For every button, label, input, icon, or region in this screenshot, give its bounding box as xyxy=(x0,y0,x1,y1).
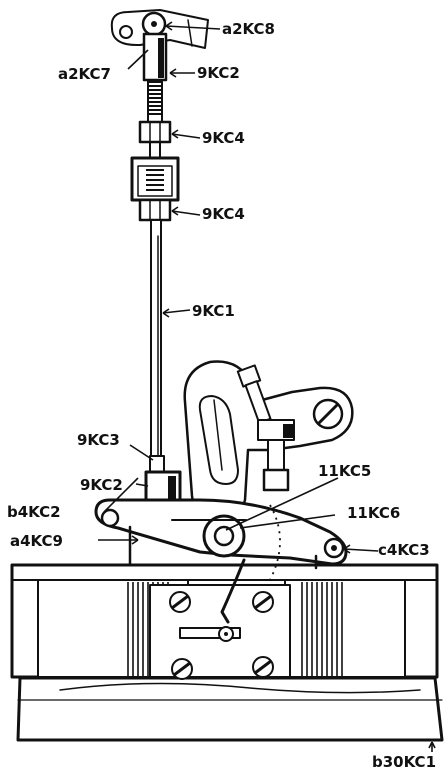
label-b4KC2: b4KC2 xyxy=(7,503,61,521)
label-b30KC1: b30KC1 xyxy=(372,753,436,770)
cam-bracket xyxy=(183,360,354,524)
label-9KC3: 9KC3 xyxy=(77,431,120,449)
label-a4KC9: a4KC9 xyxy=(10,532,63,550)
label-9KC1: 9KC1 xyxy=(192,302,235,320)
label-9KC2-lower: 9KC2 xyxy=(80,476,123,494)
label-a2KC8: a2KC8 xyxy=(222,20,275,38)
label-9KC2-top: 9KC2 xyxy=(197,64,240,82)
magnet-base xyxy=(10,563,444,742)
plate-screws xyxy=(169,591,274,680)
label-11KC6: 11KC6 xyxy=(347,504,400,522)
label-c4KC3: c4KC3 xyxy=(378,541,430,559)
part-labels: a2KC8 a2KC7 9KC2 9KC4 9KC4 9KC1 9KC3 9KC… xyxy=(7,20,436,770)
label-9KC4-upper: 9KC4 xyxy=(202,129,245,147)
label-a2KC7: a2KC7 xyxy=(58,65,111,83)
label-11KC5: 11KC5 xyxy=(318,462,371,480)
lower-bracket xyxy=(179,558,246,642)
leader-lines xyxy=(98,21,436,752)
armature-lever xyxy=(94,498,348,581)
label-9KC4-lower: 9KC4 xyxy=(202,205,245,223)
